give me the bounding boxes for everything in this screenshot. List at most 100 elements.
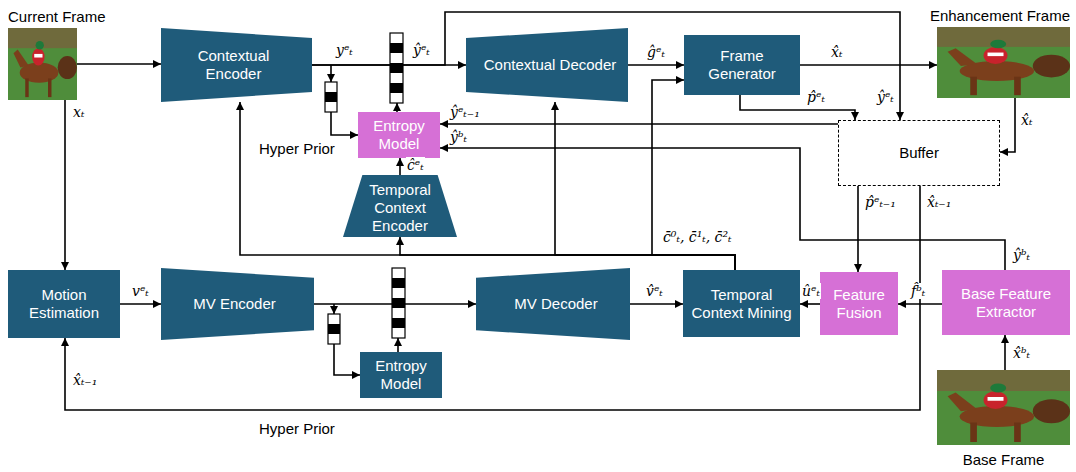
photo-illustration [937, 370, 1070, 445]
node-label: Entropy Model [368, 357, 434, 393]
shape-fill [343, 175, 457, 237]
encoder-trapezoid: MV Encoder [161, 268, 314, 340]
quantized-latent-bottom [392, 268, 405, 338]
signal-label: ŷᵉₜ [412, 42, 431, 58]
connector-arrow [652, 80, 735, 270]
connector-arrow [800, 303, 820, 305]
node-label: Temporal Context Mining [691, 286, 792, 322]
connector-arrow [628, 64, 684, 66]
wire [331, 112, 358, 135]
annotation: Hyper Prior [258, 140, 336, 157]
node-label: Temporal Context Encoder [361, 181, 439, 235]
node-label: Feature Fusion [828, 286, 890, 322]
connector-arrow [898, 303, 942, 305]
horse-neck [14, 50, 29, 68]
shape-fill [161, 268, 314, 340]
jockey-cap [36, 41, 44, 50]
signal-label: ûᵉₜ [801, 283, 821, 299]
horse-leg [970, 423, 977, 443]
signal-label: x̂ₜ [1020, 112, 1033, 128]
fusion-box: Feature Fusion [820, 272, 898, 335]
hyper-latent-bottom [328, 314, 340, 344]
wire [334, 344, 360, 375]
horse-leg [1014, 423, 1021, 443]
connector-arrow [240, 102, 735, 270]
connector-arrow [312, 12, 900, 120]
shape-fill [476, 268, 630, 340]
connector-arrow [857, 186, 859, 272]
connector-arrow [399, 158, 401, 175]
latent-bar [390, 33, 403, 103]
signal-label: x̂ₜ₋₁ [72, 372, 98, 388]
signal-label: p̂ᵉₜ₋₁ [864, 194, 897, 210]
signal-label: p̂ᵉₜ [806, 89, 826, 105]
shape-fill [466, 28, 628, 102]
signal-label: c̄⁰ₜ, c̄¹ₜ, c̄²ₜ [662, 229, 733, 245]
process-box: Frame Generator [684, 35, 800, 95]
grass [937, 27, 1070, 98]
horse-neck [948, 48, 977, 66]
photo-illustration [937, 27, 1070, 98]
connector-arrow [65, 186, 920, 410]
frame-heading: Enhancement Frame [930, 7, 1070, 24]
latent-bar [392, 268, 405, 338]
connector-arrow [800, 64, 937, 66]
horse-leg [25, 78, 28, 97]
signal-label: vᵉₜ [131, 283, 150, 299]
node-label: Contextual Encoder [170, 47, 297, 83]
signal-label: ĉᵉₜ [406, 157, 425, 173]
connector-arrow [630, 303, 683, 305]
signal-label: x̂ₜ₋₁ [926, 194, 952, 210]
horse-leg [48, 78, 51, 97]
decoder-trapezoid: Contextual Decoder [466, 28, 628, 102]
horse [1033, 55, 1070, 78]
node-label: Frame Generator [692, 47, 792, 83]
node-label: Base Feature Extractor [950, 285, 1062, 321]
grass [8, 28, 77, 100]
jockey-silk [988, 397, 1004, 401]
connector-arrow [64, 100, 66, 270]
buffer-box: Buffer [838, 120, 1000, 186]
wire [330, 65, 332, 82]
latent-bar [325, 82, 337, 112]
jockey-cap [990, 40, 1006, 49]
latent-cell [392, 278, 405, 288]
horse-leg [1014, 77, 1021, 95]
latent-cell [325, 92, 337, 102]
process-box: Temporal Context Mining [683, 270, 800, 337]
connector-arrow [1000, 98, 1015, 152]
frame-heading: Current Frame [8, 8, 106, 25]
latent-cell [392, 298, 405, 308]
frame-image: Base Frame [937, 370, 1070, 445]
node-label: Buffer [899, 144, 939, 162]
signal-label: x̂ₜ [830, 44, 843, 60]
latent-cell [390, 43, 403, 53]
horse [1033, 399, 1070, 423]
signal-label: yᵉₜ [335, 42, 354, 58]
connector-arrow [77, 63, 161, 65]
wire [333, 304, 335, 314]
fusion-box: Base Feature Extractor [942, 270, 1070, 335]
jockey [984, 391, 1008, 409]
signal-label: ŷᵇₜ [449, 129, 468, 145]
jockey-cap [990, 384, 1006, 393]
connector-arrow [555, 102, 735, 270]
frame-image: Current Frame [8, 28, 77, 100]
horse [58, 56, 77, 79]
jockey [32, 48, 44, 65]
signal-label: ŷᵇₜ [1012, 247, 1031, 263]
horse-neck [948, 393, 977, 412]
grass [937, 370, 1070, 445]
signal-label: v̂ᵉₜ [645, 283, 664, 299]
connector-arrow [314, 303, 476, 305]
connector-arrow [1004, 335, 1006, 370]
jockey [984, 47, 1008, 64]
annotation: Hyper Prior [258, 420, 336, 437]
quantized-latent-top [390, 33, 403, 103]
fusion-box: Entropy Model [358, 112, 440, 158]
signal-label: ŷᵉₜ [876, 89, 895, 105]
wire [397, 338, 399, 352]
signal-label: x̂ᵇₜ [1012, 345, 1031, 361]
frame-image: Enhancement Frame [937, 27, 1070, 98]
